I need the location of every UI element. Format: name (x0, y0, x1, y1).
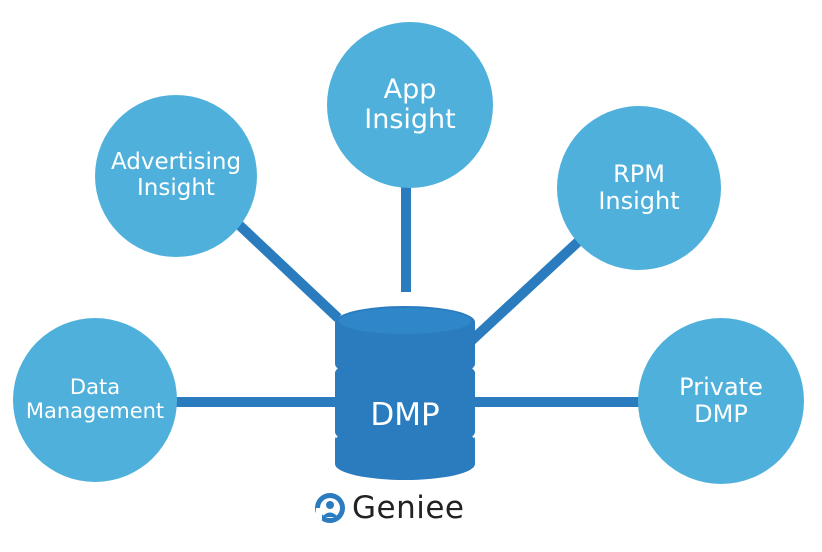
node-private-dmp: Private DMP (638, 318, 804, 484)
node-label-line: Insight (137, 175, 215, 201)
geniee-logo-icon (315, 493, 345, 523)
node-label-line: Advertising (110, 149, 242, 176)
node-label-line: Insight (598, 187, 680, 215)
node-label-line: App (383, 73, 437, 105)
node-data-management: Data Management (13, 318, 177, 482)
node-app-insight: App Insight (327, 22, 493, 188)
brand-name: Geniee (352, 490, 465, 526)
node-label-line: Management (25, 399, 165, 423)
node-label-line: Private (679, 373, 763, 402)
node-label-line: RPM (613, 160, 665, 189)
hub-label: DMP (370, 397, 440, 433)
node-rpm-insight: RPM Insight (557, 106, 721, 270)
connector-rpm (466, 236, 584, 346)
connector-advertising (232, 218, 342, 322)
node-label-line: DMP (694, 400, 748, 428)
brand-logo: Geniee (316, 488, 465, 528)
database-icon (335, 306, 475, 480)
node-advertising-insight: Advertising Insight (95, 95, 257, 257)
node-label-line: Insight (364, 104, 456, 135)
node-label-line: Data (69, 375, 121, 400)
